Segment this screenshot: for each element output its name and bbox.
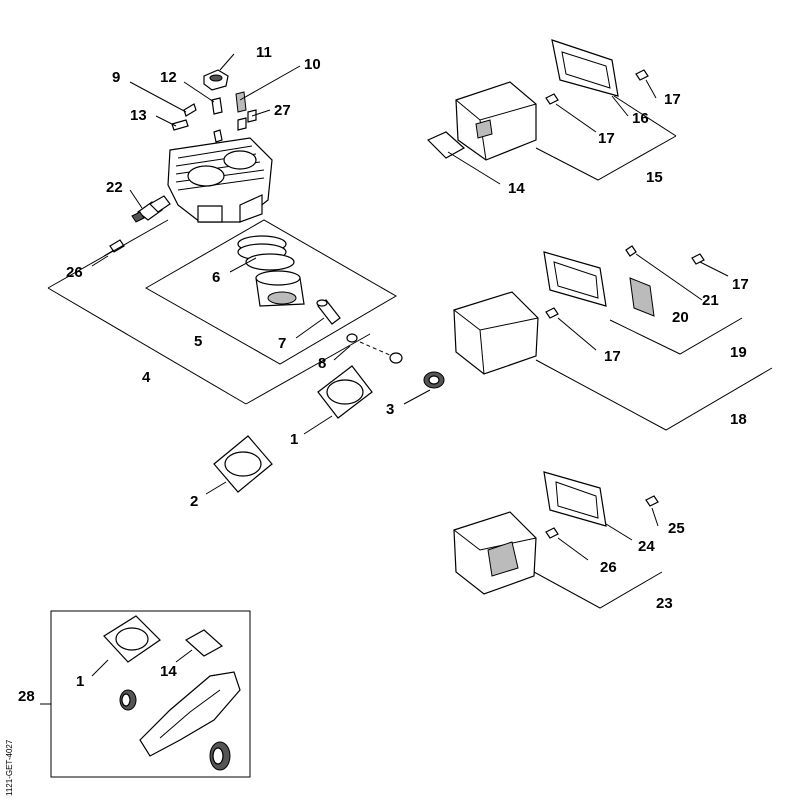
bracket-4 [47, 219, 169, 289]
piston [255, 270, 305, 307]
kit-28-group [40, 610, 251, 778]
label-17a: 17 [664, 91, 681, 108]
label-23: 23 [656, 595, 673, 612]
label-17c: 17 [732, 276, 749, 293]
needle-cage [423, 371, 445, 389]
bracket-15 [535, 135, 677, 181]
cylinder-group [47, 69, 445, 493]
bracket-23 [533, 571, 663, 609]
reference-code: 1121-GET-4027 [5, 739, 14, 796]
label-12: 12 [160, 69, 177, 86]
bracket-18 [535, 359, 773, 431]
muffler-23-group [453, 471, 663, 609]
screw-26 [103, 239, 125, 257]
piston-rings [237, 235, 295, 271]
callout-labels: 11 10 9 12 27 13 22 26 6 5 7 8 4 3 1 2 1… [5, 44, 749, 796]
label-17b: 17 [598, 130, 615, 147]
label-26b: 26 [600, 559, 617, 576]
label-21: 21 [702, 292, 719, 309]
label-19: 19 [730, 344, 747, 361]
label-3: 3 [386, 401, 394, 418]
label-11: 11 [256, 44, 272, 61]
label-7: 7 [278, 335, 286, 352]
gasket-1 [317, 365, 373, 419]
spark-plug [131, 195, 171, 223]
label-22: 22 [106, 179, 123, 196]
label-27: 27 [274, 102, 291, 119]
bracket-5 [144, 219, 397, 365]
gasket-2 [213, 435, 273, 493]
muffler-15-group [426, 39, 677, 181]
label-10: 10 [304, 56, 321, 73]
label-13: 13 [130, 107, 147, 124]
label-5: 5 [194, 333, 202, 350]
label-18: 18 [730, 411, 747, 428]
label-2: 2 [190, 493, 198, 510]
label-16: 16 [632, 110, 649, 127]
muffler-18-group [453, 245, 773, 431]
label-1b: 1 [76, 673, 84, 690]
label-14a: 14 [508, 180, 525, 197]
label-25: 25 [668, 520, 685, 537]
label-9: 9 [112, 69, 120, 86]
label-4: 4 [142, 369, 151, 386]
leader-lines [91, 53, 729, 677]
label-20: 20 [672, 309, 689, 326]
circlips [346, 333, 403, 364]
label-1: 1 [290, 431, 298, 448]
label-24: 24 [638, 538, 655, 555]
label-26a: 26 [66, 264, 83, 281]
cylinder [167, 137, 273, 223]
label-8: 8 [318, 355, 326, 372]
label-17d: 17 [604, 348, 621, 365]
decompression-valve [171, 69, 257, 143]
label-14b: 14 [160, 663, 177, 680]
label-6: 6 [212, 269, 220, 286]
label-28: 28 [18, 688, 35, 705]
piston-pin [316, 299, 341, 325]
label-15: 15 [646, 169, 663, 186]
